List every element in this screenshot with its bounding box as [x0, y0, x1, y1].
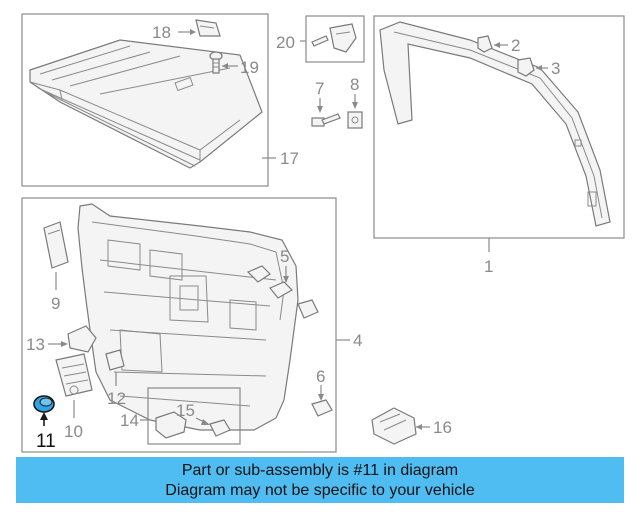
liftgate-trim-panel-4[interactable]	[77, 203, 299, 431]
clip-part-18[interactable]	[195, 19, 221, 37]
callout-19: 19	[240, 58, 259, 77]
callout-6: 6	[316, 367, 325, 386]
vent-grille-part-10[interactable]	[55, 353, 93, 397]
liftgate-trim-box	[21, 197, 337, 453]
clip-part-2[interactable]	[477, 35, 493, 53]
callout-11: 11	[36, 431, 56, 452]
callout-14: 14	[120, 411, 139, 430]
callout-5: 5	[280, 247, 289, 266]
callout-4: 4	[353, 331, 362, 350]
part-info-line-1: Part or sub-assembly is #11 in diagram	[181, 462, 459, 479]
cargo-cover-box	[21, 13, 269, 187]
callout-16: 16	[433, 418, 452, 437]
callout-12: 12	[107, 389, 126, 408]
clip-part-6[interactable]	[311, 399, 333, 417]
cover-part-9[interactable]	[43, 221, 69, 269]
nut-part-8[interactable]	[347, 111, 363, 129]
callout-1: 1	[484, 257, 493, 276]
callout-18: 18	[152, 23, 171, 42]
clip-part-3[interactable]	[517, 57, 535, 77]
callout-8: 8	[350, 75, 359, 94]
lamp-housing-part-14[interactable]	[155, 411, 187, 439]
callout-9: 9	[51, 294, 60, 313]
clip-part-5c[interactable]	[297, 299, 319, 319]
weatherstrip-part-1[interactable]	[379, 21, 611, 227]
lamp-part-16[interactable]	[371, 407, 417, 445]
cargo-cover-part[interactable]	[29, 39, 263, 169]
lamp-assembly-box-14	[147, 387, 241, 445]
callout-7: 7	[315, 79, 324, 98]
push-pin-part-19[interactable]	[209, 51, 223, 74]
cap-part-11-highlighted[interactable]	[33, 395, 55, 413]
callout-2: 2	[511, 36, 520, 55]
bulb-part-15[interactable]	[209, 419, 231, 437]
bracket-part-20b[interactable]	[329, 23, 357, 53]
weatherstrip-box	[373, 15, 625, 239]
switch-part-13[interactable]	[67, 325, 97, 353]
lamp-part-12[interactable]	[105, 349, 125, 371]
callout-17: 17	[280, 149, 299, 168]
part-info-line-2: Diagram may not be specific to your vehi…	[165, 482, 475, 499]
bracket-box-20	[305, 15, 365, 63]
screw-part-20a[interactable]	[311, 35, 329, 47]
callout-15: 15	[176, 401, 195, 420]
bolt-part-7[interactable]	[311, 113, 341, 127]
callout-3: 3	[551, 59, 560, 78]
callout-10: 10	[64, 422, 83, 441]
clip-part-5b[interactable]	[269, 281, 293, 299]
callout-13: 13	[26, 335, 45, 354]
callout-20: 20	[276, 33, 295, 52]
clip-part-5a[interactable]	[246, 265, 271, 283]
part-info-banner: Part or sub-assembly is #11 in diagram D…	[16, 457, 624, 503]
